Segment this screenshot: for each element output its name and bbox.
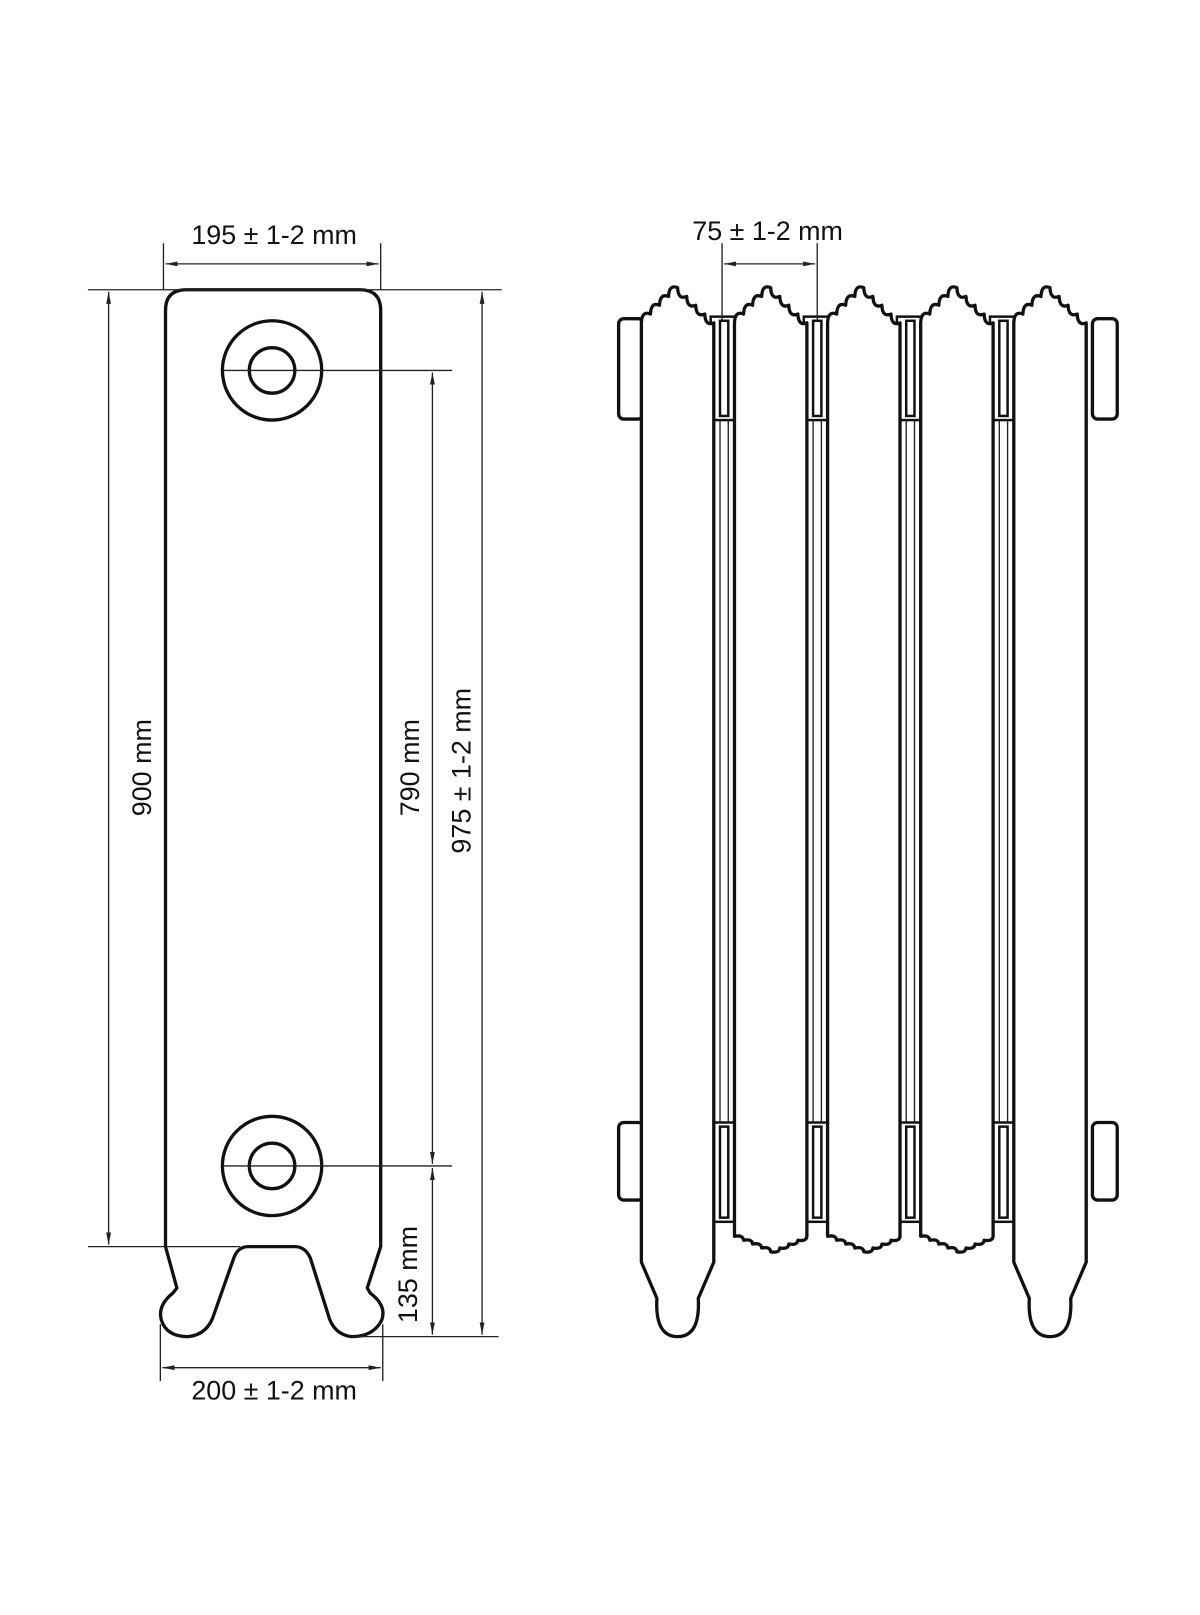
front-view: 195 ± 1-2 mm 200 ± 1-2 mm 900 mm 790 mm … (87, 220, 502, 1406)
connector-nipple-bottom-inner (998, 1125, 1009, 1219)
radiator-section-2 (732, 285, 809, 1254)
radiator-section-5 (1012, 285, 1088, 1339)
radiator-section-1 (639, 285, 716, 1339)
end-plug-right (1090, 317, 1119, 421)
radiator-section-4 (919, 285, 995, 1254)
label-height-total: 975 ± 1-2 mm (447, 688, 477, 854)
connector-nipple-top-inner (718, 319, 730, 418)
connector-nipple-top-inner (811, 319, 823, 418)
label-height-body: 900 mm (127, 719, 157, 816)
side-view: 75 ± 1-2 mm (616, 216, 1119, 1339)
connector-nipple-bottom-inner (811, 1125, 823, 1219)
end-plug-right (1090, 1120, 1119, 1202)
label-bottom-axis: 135 mm (393, 1226, 423, 1323)
label-section-pitch: 75 ± 1-2 mm (692, 216, 843, 246)
label-width-top: 195 ± 1-2 mm (191, 220, 357, 250)
connector-nipple-bottom-inner (718, 1125, 730, 1219)
label-axis-distance: 790 mm (395, 719, 425, 816)
connector-nipple-bottom-inner (904, 1125, 916, 1219)
radiator-section-3 (825, 285, 902, 1254)
radiator-section-profile (158, 288, 385, 1339)
label-width-bottom: 200 ± 1-2 mm (191, 1376, 357, 1406)
connector-nipple-top-inner (998, 319, 1009, 418)
connector-nipple-top-inner (904, 319, 916, 418)
